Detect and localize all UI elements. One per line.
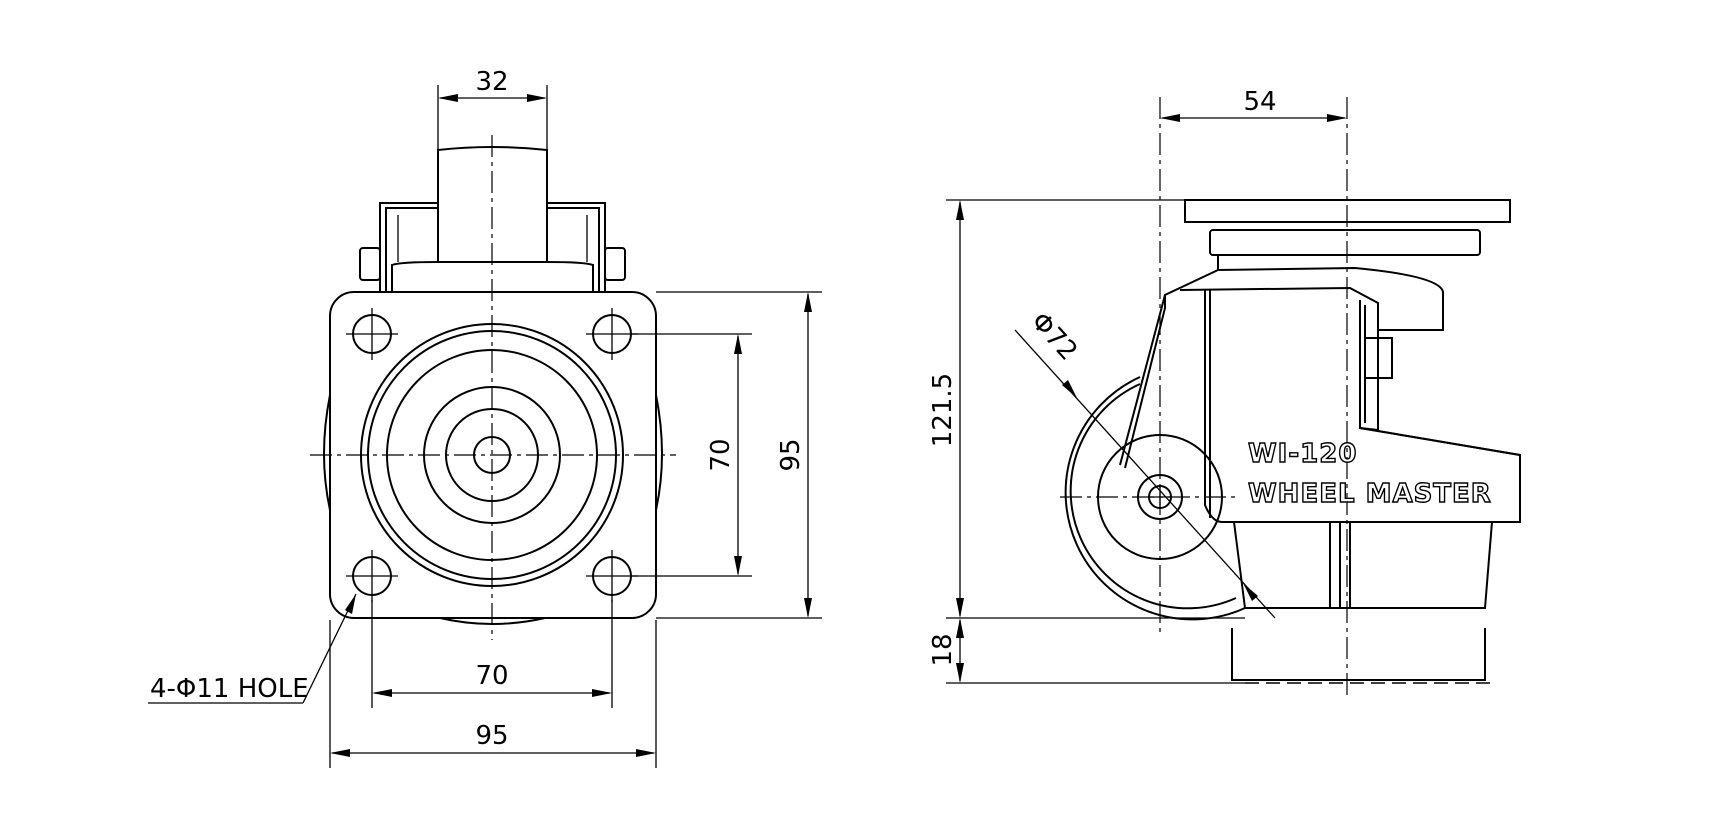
dim-adjust-height-label: 18 (928, 633, 958, 666)
dim-total-height-label: 121.5 (928, 373, 958, 447)
dim-total-height: 121.5 (928, 199, 1185, 618)
product-marking: WI-120 WHEEL MASTER (1247, 438, 1492, 509)
hole-callout: 4-Φ11 HOLE (148, 593, 357, 704)
dim-side-offset: 54 (1160, 87, 1347, 122)
dim-plate-width-label: 95 (475, 721, 508, 751)
dim-plate-width: 95 (329, 620, 657, 768)
dim-hole-spacing-vertical-label: 70 (706, 438, 736, 471)
dim-wheel-diameter-label: Φ72 (1025, 307, 1083, 367)
dim-hole-spacing-horizontal: 70 (371, 600, 613, 708)
dim-plate-height: 95 (656, 291, 822, 619)
dim-hole-spacing-vertical: 70 (632, 333, 752, 577)
front-view (310, 135, 676, 640)
dim-hole-spacing-horizontal-label: 70 (475, 661, 508, 691)
brand-label: WHEEL MASTER (1248, 479, 1492, 509)
dim-plate-height-label: 95 (776, 438, 806, 471)
dim-top-width-label: 32 (475, 67, 508, 97)
dim-wheel-diameter: Φ72 (1014, 307, 1276, 619)
hole-callout-label: 4-Φ11 HOLE (150, 674, 309, 704)
model-label: WI-120 (1248, 439, 1357, 469)
dim-top-width: 32 (437, 67, 548, 150)
side-view (946, 97, 1521, 695)
dim-adjust-height: 18 (928, 618, 1245, 684)
dim-side-offset-label: 54 (1243, 87, 1276, 117)
